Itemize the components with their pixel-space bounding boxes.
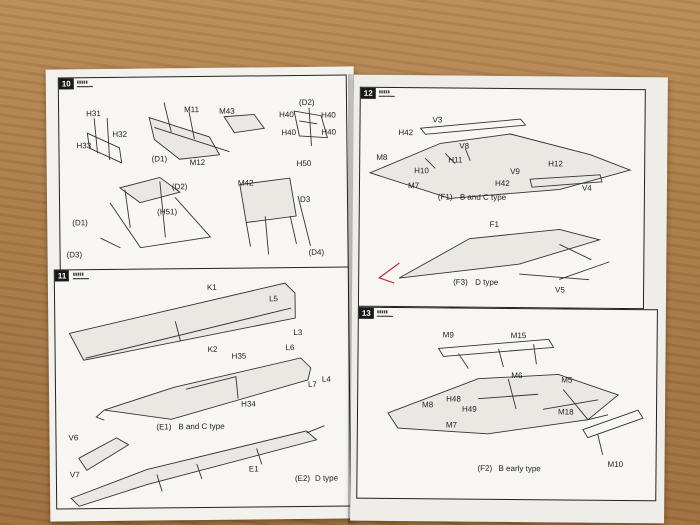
part-label: H40 <box>321 110 336 120</box>
part-label: (D2) <box>298 97 315 107</box>
part-label: L7 <box>307 379 317 389</box>
part-label: L6 <box>285 343 295 353</box>
step-12-drawing <box>368 118 632 284</box>
part-label: V7 <box>69 470 80 480</box>
part-label: H11 <box>448 155 463 165</box>
step-13-panel: 13 ▮▮▮▮▮▬▬▬▬ M9 M15 M6 M5 H48 M8 H49 M18… <box>356 306 658 502</box>
part-label: E1 <box>248 464 259 474</box>
part-label: (E1) <box>156 422 172 432</box>
part-label: (D1) <box>151 154 168 164</box>
part-label: M43 <box>219 106 235 116</box>
part-label: V9 <box>510 167 520 177</box>
part-label: H48 <box>446 394 461 404</box>
part-label: H42 <box>398 128 414 138</box>
part-label: B and C type <box>459 192 507 202</box>
part-label: B early type <box>498 463 541 474</box>
part-label: D type <box>314 473 339 483</box>
part-label: M15 <box>510 331 527 341</box>
part-label: M42 <box>237 178 254 188</box>
part-label: K2 <box>207 344 218 354</box>
part-label: M7 <box>445 420 458 430</box>
left-page: 10 ▮▮▮▮▮▬▬▬▬ H31 H32 H33 M11 M43 H40 (D2… <box>45 66 359 522</box>
part-label: M6 <box>511 371 523 381</box>
part-label: (H51) <box>157 207 178 217</box>
part-label: V4 <box>581 183 592 193</box>
part-label: V6 <box>68 433 79 443</box>
part-label: H42 <box>494 178 510 189</box>
part-label: H40 <box>281 128 297 138</box>
part-label: M8 <box>422 400 434 410</box>
part-label: (F1) <box>437 192 453 202</box>
step-10-drawing <box>86 102 328 255</box>
part-label: L4 <box>321 374 331 384</box>
part-label: H50 <box>296 158 312 169</box>
part-label: V3 <box>432 115 443 125</box>
part-label: L5 <box>269 294 279 304</box>
part-label: (F2) <box>477 463 493 473</box>
part-label: M5 <box>561 375 573 385</box>
step-10-panel: 10 ▮▮▮▮▮▬▬▬▬ H31 H32 H33 M11 M43 H40 (D2… <box>57 74 349 272</box>
step-11-panel: 11 ▮▮▮▮▮▬▬▬▬ K1 L5 K2 L3 L6 H35 L4 L7 H3… <box>53 266 352 510</box>
step-12-panel: 12 ▮▮▮▮▮▬▬▬▬ V3 H42 V8 M8 H11 H12 V9 H10… <box>357 86 646 310</box>
part-label: (D3) <box>66 250 83 260</box>
part-label: H35 <box>231 351 247 361</box>
part-label: H31 <box>86 109 101 119</box>
part-label: H33 <box>76 141 92 151</box>
part-label: M8 <box>376 152 388 162</box>
part-label: M18 <box>557 407 574 417</box>
part-label: M10 <box>607 459 624 470</box>
part-label: H32 <box>112 129 128 139</box>
part-label: (D4) <box>308 247 325 257</box>
step-13-drawing <box>387 338 644 455</box>
part-label: B and C type <box>178 421 225 432</box>
part-label: H34 <box>241 399 256 409</box>
part-label: (E2) <box>294 473 311 484</box>
part-label: D type <box>475 277 499 287</box>
part-label: M11 <box>184 105 200 115</box>
part-label: (D2) <box>171 182 188 192</box>
part-label: (F3) <box>453 277 468 287</box>
part-label: (D1) <box>72 218 88 228</box>
part-label: H40 <box>321 127 337 137</box>
part-label: H40 <box>279 110 294 120</box>
part-label: V5 <box>555 285 565 295</box>
part-label: K1 <box>206 282 217 292</box>
part-label: F1 <box>489 219 500 229</box>
part-label: L3 <box>293 327 303 338</box>
part-label: M12 <box>189 157 206 168</box>
part-label: M9 <box>442 330 454 340</box>
part-label: H12 <box>548 159 563 169</box>
part-label: V8 <box>459 141 470 151</box>
part-label: H10 <box>414 166 429 176</box>
step-11-drawing <box>68 282 325 507</box>
right-page: 12 ▮▮▮▮▮▬▬▬▬ V3 H42 V8 M8 H11 H12 V9 H10… <box>350 74 668 524</box>
part-label: M7 <box>407 181 420 191</box>
part-label: D3 <box>299 194 311 204</box>
part-label: H49 <box>461 404 477 414</box>
